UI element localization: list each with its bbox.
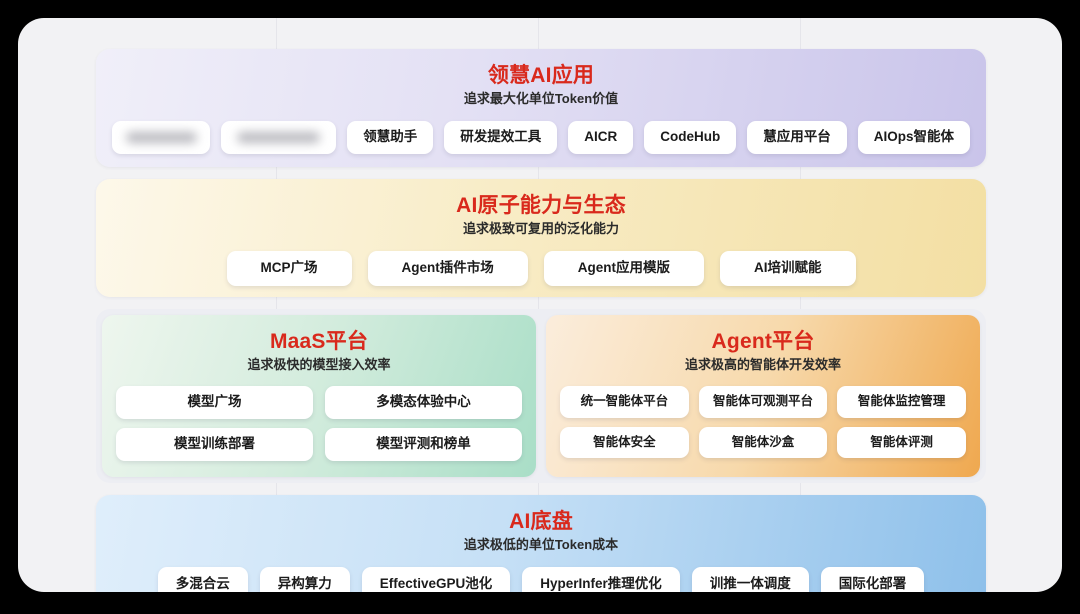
capability-pill-linghui-assistant[interactable]: 领慧助手 bbox=[347, 121, 434, 154]
layer-title-ai-atomic-capabilities: AI原子能力与生态 bbox=[456, 194, 626, 217]
capability-pill-aicr[interactable]: AICR bbox=[568, 121, 634, 154]
layer-maas-platform: MaaS平台 追求极快的模型接入效率 模型广场 多模态体验中心 模型训练部署 模… bbox=[102, 315, 536, 477]
layer-ai-atomic-capabilities: AI原子能力与生态 追求极致可复用的泛化能力 MCP广场 Agent插件市场 A… bbox=[96, 179, 986, 297]
capability-pill-model-eval-leaderboard[interactable]: 模型评测和榜单 bbox=[325, 427, 522, 461]
layer-title-ai-infrastructure: AI底盘 bbox=[509, 509, 573, 533]
capability-grid-agent-platform: 统一智能体平台 智能体可观测平台 智能体监控管理 智能体安全 智能体沙盒 智能体… bbox=[560, 386, 966, 459]
layer-agent-platform: Agent平台 追求极高的智能体开发效率 统一智能体平台 智能体可观测平台 智能… bbox=[546, 315, 980, 477]
capability-pill-unified-agent-platform[interactable]: 统一智能体平台 bbox=[560, 386, 689, 418]
capability-pill-agent-plugin-market[interactable]: Agent插件市场 bbox=[367, 251, 528, 286]
layer-subtitle-ai-applications: 追求最大化单位Token价值 bbox=[463, 91, 619, 107]
capability-pill-model-plaza[interactable]: 模型广场 bbox=[116, 386, 313, 419]
layer-title-ai-applications: 领慧AI应用 bbox=[487, 64, 595, 87]
layer-subtitle-ai-infrastructure: 追求极低的单位Token成本 bbox=[463, 537, 619, 553]
capability-pill-international-deployment[interactable]: 国际化部署 bbox=[820, 566, 925, 592]
capability-pill-row-ai-infrastructure: 多混合云 异构算力 EffectiveGPU池化 HyperInfer推理优化 … bbox=[112, 566, 970, 592]
layer-title-maas-platform: MaaS平台 bbox=[269, 330, 369, 353]
capability-pill-hui-app-platform[interactable]: 慧应用平台 bbox=[747, 121, 847, 154]
capability-pill-multi-hybrid-cloud[interactable]: 多混合云 bbox=[157, 566, 248, 592]
layer-title-agent-platform: Agent平台 bbox=[711, 330, 815, 353]
capability-pill-redacted-1[interactable] bbox=[112, 121, 211, 154]
capability-pill-model-training-deployment[interactable]: 模型训练部署 bbox=[116, 427, 313, 461]
capability-pill-agent-monitoring-management[interactable]: 智能体监控管理 bbox=[837, 386, 966, 418]
capability-pill-mcp-plaza[interactable]: MCP广场 bbox=[226, 251, 352, 286]
layer-subtitle-ai-atomic-capabilities: 追求极致可复用的泛化能力 bbox=[462, 221, 619, 237]
capability-pill-agent-security[interactable]: 智能体安全 bbox=[560, 426, 689, 459]
capability-pill-agent-evaluation[interactable]: 智能体评测 bbox=[837, 426, 966, 459]
layer-subtitle-maas-platform: 追求极快的模型接入效率 bbox=[247, 357, 391, 373]
layer-stack: 领慧AI应用 追求最大化单位Token价值 领慧助手 研发提效工具 AICR C… bbox=[96, 49, 986, 592]
capability-pill-row-ai-applications: 领慧助手 研发提效工具 AICR CodeHub 慧应用平台 AIOps智能体 bbox=[112, 121, 970, 154]
capability-pill-multimodal-experience-center[interactable]: 多模态体验中心 bbox=[325, 386, 522, 419]
layer-ai-infrastructure: AI底盘 追求极低的单位Token成本 多混合云 异构算力 EffectiveG… bbox=[96, 494, 986, 592]
capability-pill-codehub[interactable]: CodeHub bbox=[644, 121, 737, 154]
capability-pill-heterogeneous-compute[interactable]: 异构算力 bbox=[259, 566, 350, 592]
capability-pill-effectivegpu-pooling[interactable]: EffectiveGPU池化 bbox=[361, 566, 511, 592]
layer-platform-row: MaaS平台 追求极快的模型接入效率 模型广场 多模态体验中心 模型训练部署 模… bbox=[96, 309, 986, 483]
capability-pill-redacted-2[interactable] bbox=[221, 121, 337, 154]
capability-pill-train-infer-unified-scheduling[interactable]: 训推一体调度 bbox=[691, 566, 809, 592]
capability-pill-dev-efficiency-tools[interactable]: 研发提效工具 bbox=[444, 121, 558, 154]
capability-pill-agent-observability-platform[interactable]: 智能体可观测平台 bbox=[698, 386, 828, 418]
capability-pill-ai-training-enablement[interactable]: AI培训赋能 bbox=[720, 251, 856, 286]
capability-pill-agent-sandbox[interactable]: 智能体沙盒 bbox=[698, 426, 828, 459]
capability-pill-aiops-agent[interactable]: AIOps智能体 bbox=[857, 121, 970, 154]
capability-pill-hyperinfer-inference-optimization[interactable]: HyperInfer推理优化 bbox=[522, 566, 680, 592]
capability-pill-row-ai-atomic-capabilities: MCP广场 Agent插件市场 Agent应用模版 AI培训赋能 bbox=[112, 251, 970, 286]
capability-grid-maas-platform: 模型广场 多模态体验中心 模型训练部署 模型评测和榜单 bbox=[116, 386, 522, 461]
layer-subtitle-agent-platform: 追求极高的智能体开发效率 bbox=[684, 357, 841, 373]
layer-ai-applications: 领慧AI应用 追求最大化单位Token价值 领慧助手 研发提效工具 AICR C… bbox=[96, 49, 986, 167]
architecture-diagram-card: 领慧AI应用 追求最大化单位Token价值 领慧助手 研发提效工具 AICR C… bbox=[18, 18, 1062, 592]
capability-pill-agent-app-template[interactable]: Agent应用模版 bbox=[543, 251, 704, 286]
